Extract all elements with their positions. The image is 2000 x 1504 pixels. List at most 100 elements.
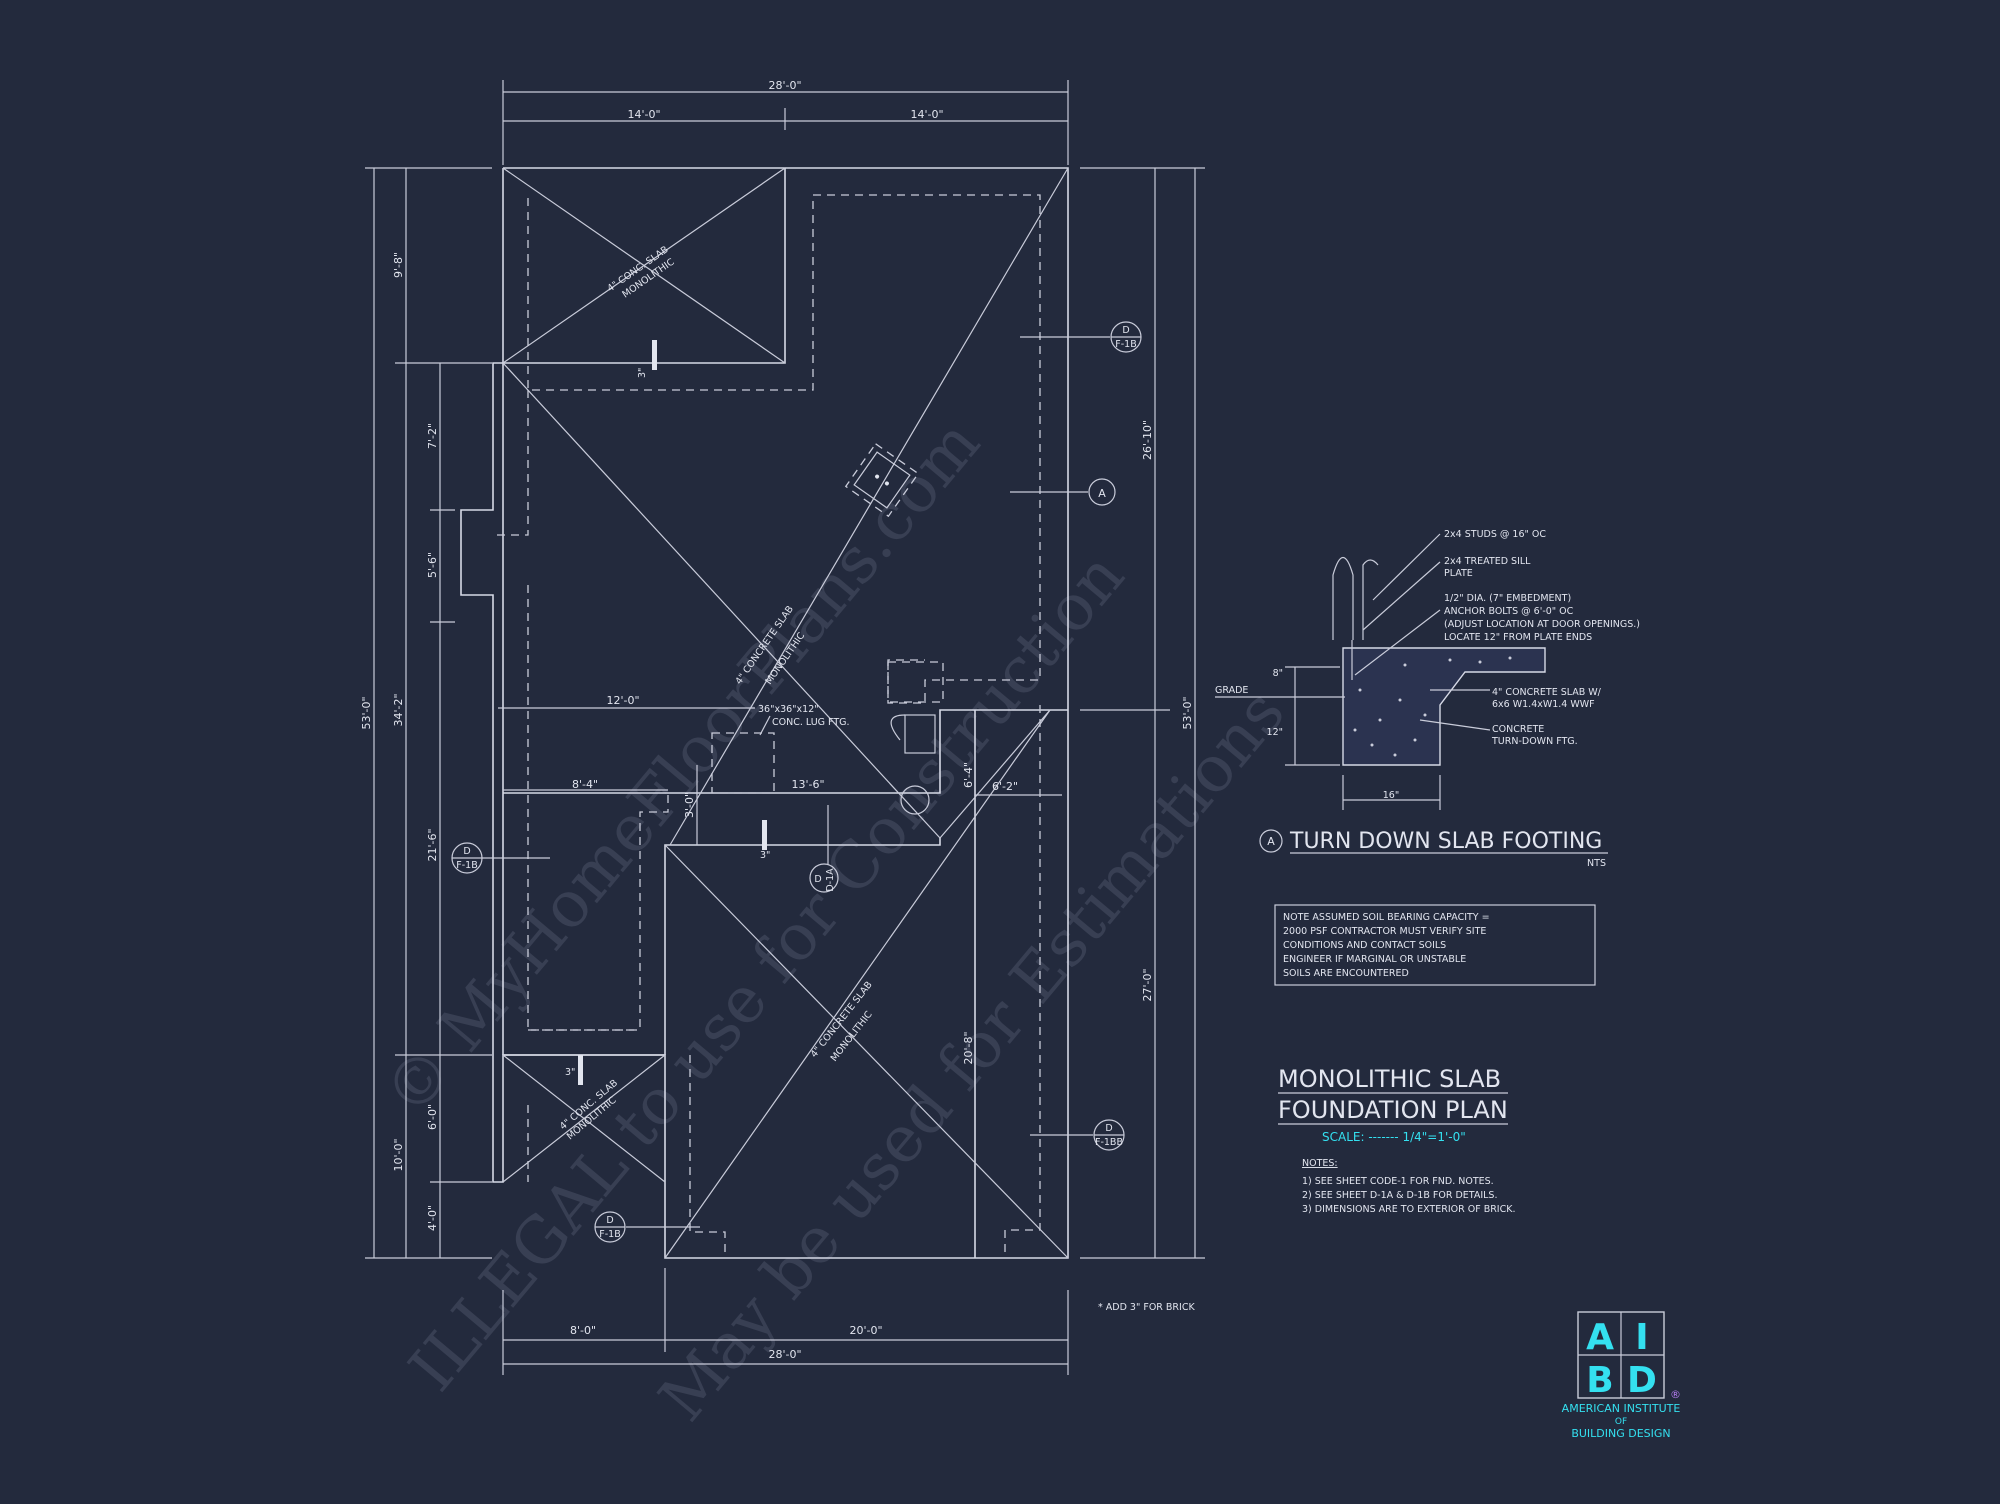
aibd-logo: A I B D ® AMERICAN INSTITUTE OF BUILDING…: [1562, 1311, 1681, 1440]
svg-text:F-1B: F-1B: [599, 1229, 620, 1240]
slab-diagonals: [502, 167, 1069, 1259]
detail-slab-2: 6x6 W1.4xW1.4 WWF: [1492, 699, 1595, 710]
note-box-line-5: SOILS ARE ENCOUNTERED: [1283, 968, 1409, 979]
concrete-section: [1342, 647, 1546, 766]
dim-top-overall: 28'-0": [768, 79, 801, 92]
detail-dim-12: 12": [1267, 727, 1283, 738]
dim-right-26-10: 26'-10": [1141, 420, 1154, 460]
detail-title-letter: A: [1267, 835, 1275, 848]
svg-text:F-1B: F-1B: [456, 860, 477, 871]
dim-inner-3-0: 3'-0": [683, 792, 696, 818]
logo-name-2: OF: [1615, 1417, 1627, 1427]
detail-sill-1: 2x4 TREATED SILL: [1444, 556, 1531, 567]
plan-title-block: MONOLITHIC SLAB FOUNDATION PLAN SCALE: -…: [1278, 1065, 1516, 1215]
dim-bottom-overall: 28'-0": [768, 1348, 801, 1361]
dim-right-27-0: 27'-0": [1141, 968, 1154, 1001]
note-item-1: 1) SEE SHEET CODE-1 FOR FND. NOTES.: [1302, 1176, 1494, 1187]
dim-left-4-0: 4'-0": [426, 1205, 439, 1231]
svg-text:D: D: [606, 1215, 613, 1226]
dim-inner-20-8: 20'-8": [962, 1031, 975, 1064]
detail-turn-1: CONCRETE: [1492, 724, 1544, 735]
svg-text:F-1BB: F-1BB: [1095, 1137, 1123, 1148]
dim-inner-8-4: 8'-4": [572, 778, 598, 791]
note-item-3: 3) DIMENSIONS ARE TO EXTERIOR OF BRICK.: [1302, 1204, 1516, 1215]
lug-footing-label-2: CONC. LUG FTG.: [772, 717, 850, 728]
dim-top-right: 14'-0": [910, 108, 943, 121]
callout-f1b-left: D F-1B: [451, 842, 550, 874]
note-box-line-3: CONDITIONS AND CONTACT SOILS: [1283, 940, 1446, 951]
detail-grade: GRADE: [1215, 685, 1248, 696]
detail-anchor-1: 1/2" DIA. (7" EMBEDMENT): [1444, 593, 1571, 604]
logo-name-1: AMERICAN INSTITUTE: [1562, 1402, 1681, 1415]
watermark: © MyHomeFloorPlans.com ILLEGAL to use fo…: [371, 407, 1300, 1436]
dim-right-overall: 53'-0": [1181, 696, 1194, 729]
svg-text:D: D: [1122, 325, 1129, 336]
plan-title-line-2: FOUNDATION PLAN: [1278, 1096, 1508, 1124]
detail-nts: NTS: [1587, 858, 1606, 869]
dim-left-6-0: 6'-0": [426, 1104, 439, 1130]
detail-slab-1: 4" CONCRETE SLAB W/: [1492, 687, 1602, 698]
note-box-line-2: 2000 PSF CONTRACTOR MUST VERIFY SITE: [1283, 926, 1486, 937]
dim-left-34-2: 34'-2": [392, 693, 405, 726]
notes-heading: NOTES:: [1302, 1158, 1338, 1169]
callout-d1a: D D-1A: [809, 805, 839, 893]
detail-title: TURN DOWN SLAB FOOTING: [1289, 829, 1602, 854]
dim-left-7-2: 7'-2": [426, 423, 439, 449]
callout-f1b-bottom: D F-1B: [594, 1211, 700, 1243]
plan-scale: SCALE: ------- 1/4"=1'-0": [1322, 1130, 1466, 1144]
svg-text:D-1A: D-1A: [825, 868, 836, 892]
dim-left-21-6: 21'-6": [426, 828, 439, 861]
dim-left-5-6: 5'-6": [426, 552, 439, 578]
dim-left-10-0: 10'-0": [392, 1138, 405, 1171]
dim-top-left: 14'-0": [627, 108, 660, 121]
dim-inner-12-0: 12'-0": [606, 694, 639, 707]
logo-letter-i: I: [1635, 1317, 1648, 1358]
dim-left-overall: 53'-0": [360, 696, 373, 729]
note-box-line-4: ENGINEER IF MARGINAL OR UNSTABLE: [1283, 954, 1466, 965]
detail-anchor-3: (ADJUST LOCATION AT DOOR OPENINGS.): [1444, 619, 1640, 630]
slab-step-markers: 3" 3" 3": [565, 340, 770, 1085]
step-label-low: 3": [565, 1067, 575, 1078]
logo-registered: ®: [1670, 1388, 1681, 1401]
callout-f1bb: D F-1BB: [1030, 1119, 1125, 1151]
detail-turn-2: TURN-DOWN FTG.: [1491, 736, 1578, 747]
dim-bottom-left: 8'-0": [570, 1324, 596, 1337]
logo-name-3: BUILDING DESIGN: [1571, 1427, 1670, 1440]
plan-title-line-1: MONOLITHIC SLAB: [1278, 1065, 1501, 1093]
callout-f1b-top: D F-1B: [1020, 321, 1142, 353]
soil-note-box: NOTE ASSUMED SOIL BEARING CAPACITY = 200…: [1274, 904, 1596, 986]
dim-inner-6-2: 6'-2": [992, 780, 1018, 793]
svg-text:D: D: [1105, 1123, 1112, 1134]
note-box-line-1: NOTE ASSUMED SOIL BEARING CAPACITY =: [1283, 912, 1490, 923]
dim-left-9-8: 9'-8": [392, 252, 405, 278]
svg-text:D: D: [463, 846, 470, 857]
section-callouts: D F-1B A D F-1B D D-1A D F-1BB: [451, 321, 1142, 1243]
logo-letter-d: D: [1627, 1360, 1657, 1401]
footing-detail: GRADE 8" 12" 16" 2x4 STUDS @ 16" OC 2x4 …: [1215, 529, 1640, 869]
logo-letter-b: B: [1586, 1360, 1613, 1401]
svg-text:A: A: [1098, 487, 1106, 500]
interior-footings: [493, 194, 1041, 1258]
dim-bottom-right: 20'-0": [849, 1324, 882, 1337]
detail-anchor-2: ANCHOR BOLTS @ 6'-0" OC: [1444, 606, 1574, 617]
detail-studs: 2x4 STUDS @ 16" OC: [1444, 529, 1546, 540]
fixture-symbol: [890, 714, 936, 815]
step-label-top: 3": [637, 368, 648, 378]
note-item-2: 2) SEE SHEET D-1A & D-1B FOR DETAILS.: [1302, 1190, 1497, 1201]
callout-section-a: A: [1010, 478, 1116, 506]
detail-dim-8: 8": [1273, 668, 1283, 679]
svg-text:D: D: [814, 874, 821, 885]
foundation-outline: [460, 167, 1069, 1259]
dim-inner-13-6: 13'-6": [791, 778, 824, 791]
svg-text:F-1B: F-1B: [1115, 339, 1136, 350]
detail-sill-2: PLATE: [1444, 568, 1473, 579]
dim-inner-6-4: 6'-4": [962, 762, 975, 788]
step-label-mid: 3": [760, 850, 770, 861]
dimension-lines: 28'-0" 14'-0" 14'-0" 8'-0" 20'-0" 28'-0"…: [360, 79, 1205, 1375]
lug-footing-label-1: 36"x36"x12": [758, 704, 819, 715]
logo-letter-a: A: [1586, 1317, 1614, 1358]
detail-anchor-4: LOCATE 12" FROM PLATE ENDS: [1444, 632, 1592, 643]
detail-dim-16: 16": [1383, 790, 1399, 801]
